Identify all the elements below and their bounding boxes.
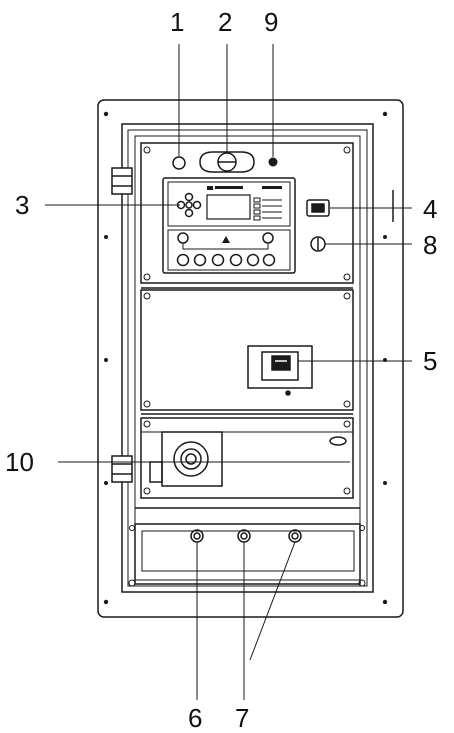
callout-8: 8	[423, 230, 438, 260]
inner-frame	[121, 123, 374, 593]
circuit-breaker	[247, 345, 313, 396]
callout-10: 10	[5, 447, 34, 477]
terminal-section	[134, 523, 361, 585]
socket	[306, 199, 330, 217]
breaker-section	[140, 289, 354, 411]
callout-6: 6	[188, 703, 203, 733]
key-switch	[310, 236, 326, 252]
outer-frame	[97, 99, 404, 618]
controller-section	[140, 142, 354, 284]
callout-4: 4	[423, 194, 438, 224]
emergency-stop	[149, 431, 347, 487]
callout-5: 5	[423, 346, 438, 376]
cable-glands	[190, 529, 302, 543]
leader-lines	[45, 44, 412, 700]
panel-screws	[128, 146, 366, 587]
callout-9: 9	[264, 7, 279, 37]
callout-1: 1	[170, 7, 185, 37]
indicator-lamp	[172, 156, 186, 170]
oval-fitting	[199, 151, 255, 173]
small-switch	[268, 157, 278, 167]
callout-3: 3	[15, 190, 30, 220]
digital-controller	[162, 177, 296, 274]
callout-7: 7	[235, 703, 250, 733]
estop-section	[140, 417, 354, 499]
callout-2: 2	[218, 7, 233, 37]
